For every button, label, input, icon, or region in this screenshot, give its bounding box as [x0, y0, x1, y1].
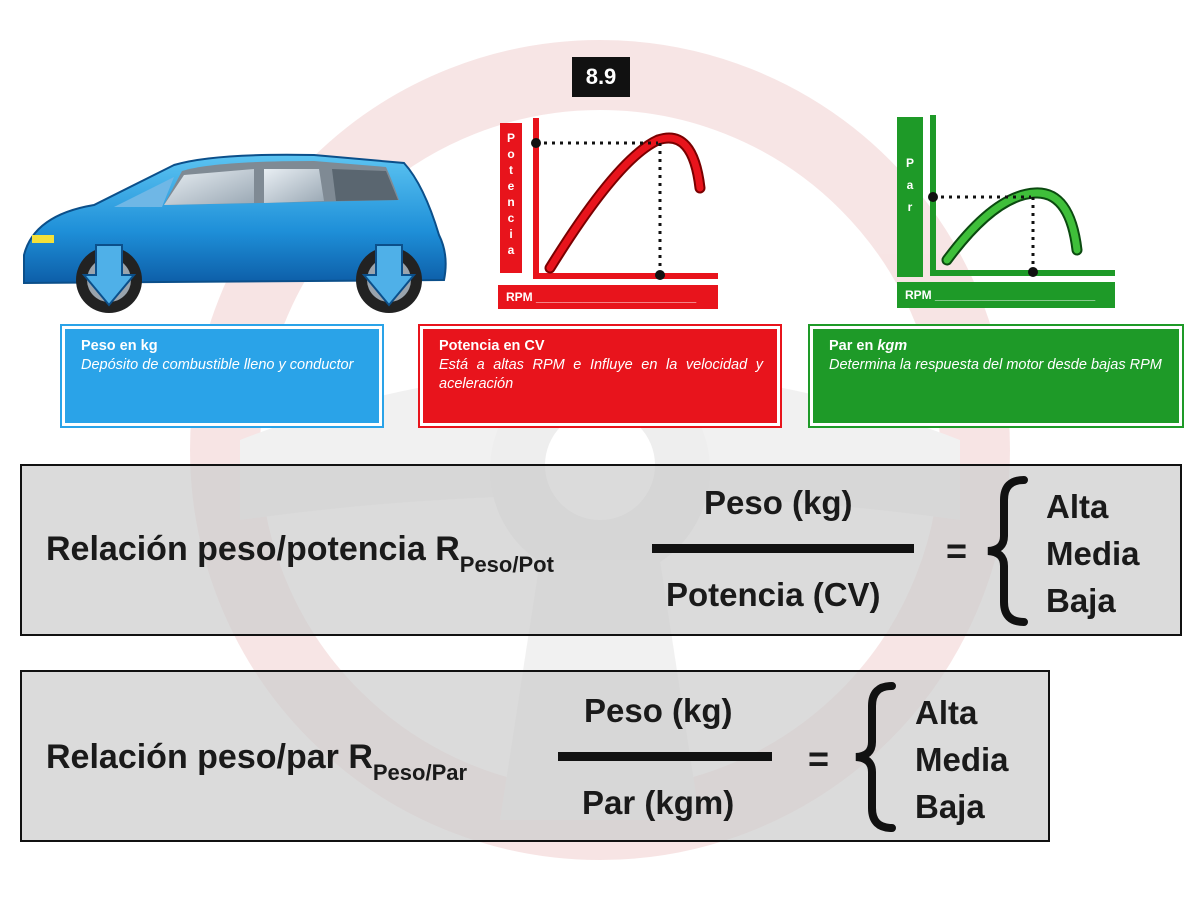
potencia-info-box: Potencia en CV Está a altas RPM e Influy… — [418, 324, 782, 428]
par-title: Par en kgm — [829, 338, 908, 354]
par-rpm-label: RPM ________________________ — [905, 288, 1096, 302]
formula-par-brace — [855, 682, 896, 832]
potencia-axis-label: P o t e n c i a — [506, 131, 515, 257]
formula-par-fraction-bar — [558, 752, 772, 761]
formula-par-numerator: Peso (kg) — [584, 692, 733, 729]
potencia-curve-graph — [531, 118, 718, 280]
potencia-description: Está a altas RPM e Influye en la velocid… — [439, 357, 763, 392]
formula-potencia-denominator: Potencia (CV) — [666, 576, 881, 613]
par-rpm-bar — [897, 282, 1115, 308]
formula-par-equals: = — [808, 738, 830, 779]
formula-potencia-brace — [987, 476, 1028, 626]
formula-peso-potencia-label: Relación peso/potencia RPeso/Pot — [46, 530, 554, 577]
par-description: Determina la respuesta del motor desde b… — [829, 357, 1162, 373]
peso-description: Depósito de combustible lleno y conducto… — [81, 357, 354, 373]
formula-peso-par-box: Relación peso/par RPeso/Par Peso (kg) Pa… — [20, 670, 1050, 842]
par-axis-label: P a r — [905, 156, 914, 214]
formula-potencia-numerator: Peso (kg) — [704, 484, 853, 521]
potencia-rpm-bar — [498, 285, 718, 309]
car-illustration — [23, 153, 447, 313]
formula-par-denominator: Par (kgm) — [582, 784, 735, 821]
formula-potencia-option-media: Media — [1046, 535, 1140, 572]
formula-peso-potencia-box: Relación peso/potencia RPeso/Pot Peso (k… — [20, 464, 1182, 636]
potencia-rpm-label: RPM ________________________ — [506, 290, 697, 304]
formula-par-option-baja: Baja — [915, 788, 985, 825]
formula-potencia-option-baja: Baja — [1046, 582, 1116, 619]
formula-peso-par-label: Relación peso/par RPeso/Par — [46, 738, 468, 785]
slide-number-badge: 8.9 — [572, 57, 630, 97]
formula-par-option-media: Media — [915, 741, 1009, 778]
formula-par-option-alta: Alta — [915, 694, 978, 731]
peso-info-box: Peso en kg Depósito de combustible lleno… — [60, 324, 384, 428]
potencia-title: Potencia en CV — [439, 338, 545, 354]
peso-title: Peso en kg — [81, 338, 158, 354]
par-info-box: Par en kgm Determina la respuesta del mo… — [808, 324, 1184, 428]
formula-potencia-option-alta: Alta — [1046, 488, 1109, 525]
par-curve-graph — [928, 115, 1115, 277]
par-axis-label-bar — [897, 117, 923, 277]
formula-potencia-equals: = — [946, 530, 968, 571]
potencia-axis-label-bar — [500, 123, 522, 273]
formula-potencia-fraction-bar — [652, 544, 914, 553]
